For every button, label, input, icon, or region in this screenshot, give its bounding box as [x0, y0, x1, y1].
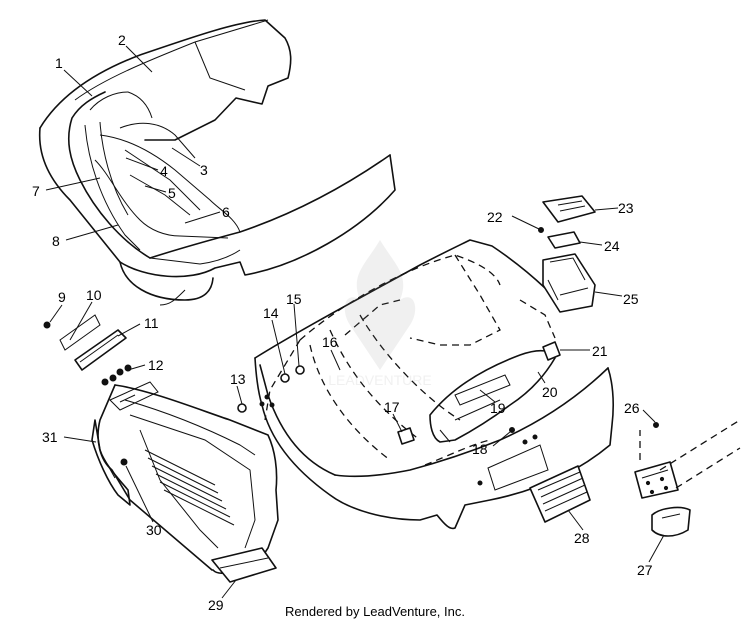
callout-4: 4 [160, 163, 168, 179]
callout-31: 31 [42, 429, 58, 445]
callout-3: 3 [200, 162, 208, 178]
footer-credit: Rendered by LeadVenture, Inc. [285, 604, 465, 619]
callout-17: 17 [384, 399, 400, 415]
bracket-10-11 [59, 314, 127, 371]
storage-box [542, 195, 596, 313]
screw-9 [43, 321, 51, 329]
callout-22: 22 [487, 209, 503, 225]
callout-5: 5 [168, 185, 176, 201]
callout-26: 26 [624, 400, 640, 416]
callout-23: 23 [618, 200, 634, 216]
callout-10: 10 [86, 287, 102, 303]
callout-12: 12 [148, 357, 164, 373]
callout-20: 20 [542, 384, 558, 400]
callout-15: 15 [286, 291, 302, 307]
callout-14: 14 [263, 305, 279, 321]
callout-11: 11 [144, 315, 159, 331]
side-panel-assembly [91, 381, 279, 583]
grille-28 [529, 465, 591, 523]
callout-13: 13 [230, 371, 246, 387]
callout-25: 25 [623, 291, 639, 307]
callout-7: 7 [32, 183, 40, 199]
leadventure-watermark-logo: LEADVENTURE [328, 240, 432, 388]
seat-assembly [38, 19, 396, 306]
callout-6: 6 [222, 204, 230, 220]
callout-30: 30 [146, 522, 162, 538]
callout-16: 16 [322, 334, 338, 350]
leader-lines [45, 45, 665, 599]
svg-text:LEADVENTURE: LEADVENTURE [328, 372, 431, 388]
callout-labels: 1 2 3 4 5 6 7 8 9 10 11 12 13 14 15 16 1… [32, 32, 653, 613]
callout-1: 1 [55, 55, 63, 71]
rear-body-fender [254, 239, 615, 530]
callout-9: 9 [58, 289, 66, 305]
callout-27: 27 [637, 562, 653, 578]
hinge-26-27 [634, 419, 741, 537]
callout-2: 2 [118, 32, 126, 48]
fender-insert [429, 349, 556, 443]
callout-21: 21 [592, 343, 608, 359]
callout-18: 18 [472, 441, 488, 457]
callout-8: 8 [52, 233, 60, 249]
callout-28: 28 [574, 530, 590, 546]
callout-24: 24 [604, 238, 620, 254]
callout-19: 19 [490, 400, 506, 416]
callout-29: 29 [208, 597, 224, 613]
